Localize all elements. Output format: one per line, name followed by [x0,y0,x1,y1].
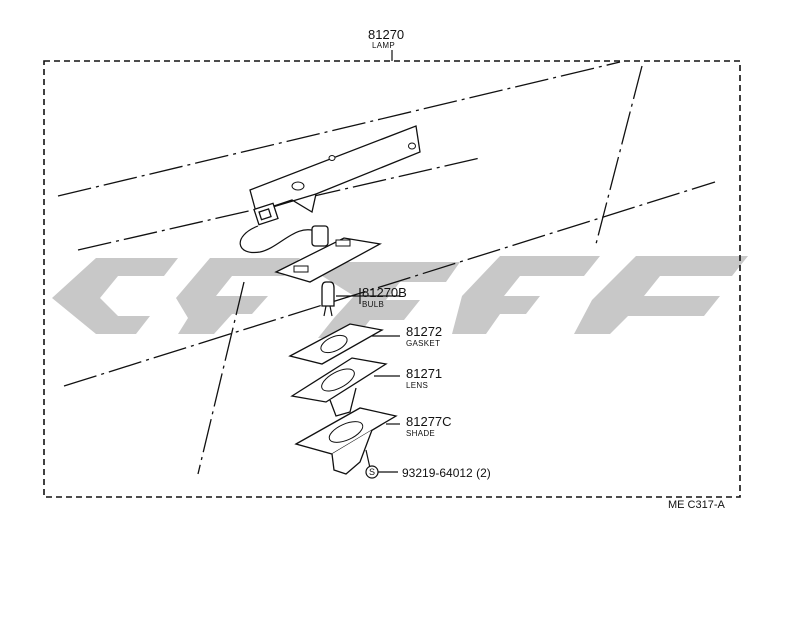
bulb-part-number: 81270B [362,285,407,300]
gasket-part-number: 81272 [406,324,442,339]
shade-part-number: 81277C [406,414,452,429]
shade-name: SHADE [406,429,435,438]
lens [290,357,388,417]
watermark-logo [52,256,748,338]
lens-name: LENS [406,381,428,390]
screw-callout: S 93219-64012 (2) [365,465,491,480]
screw-part-number: 93219-64012 (2) [402,466,491,480]
lamp-housing-bracket [249,125,421,214]
drawing-code: ME C317-A [668,499,726,511]
lamp-part-number: 81270 [368,27,404,42]
lamp-assembly-frame [43,60,741,498]
gasket-name: GASKET [406,339,440,348]
bulb-socket-wire [239,202,382,283]
bulb [321,281,335,317]
screw-symbol-circle [365,465,379,479]
screw-symbol: S [369,467,375,477]
bulb-name: BULB [362,300,384,309]
gasket [288,323,384,365]
lens-part-number: 81271 [406,366,442,381]
callout-leaders [336,288,400,473]
lamp-name: LAMP [372,41,395,50]
shade [294,407,398,475]
